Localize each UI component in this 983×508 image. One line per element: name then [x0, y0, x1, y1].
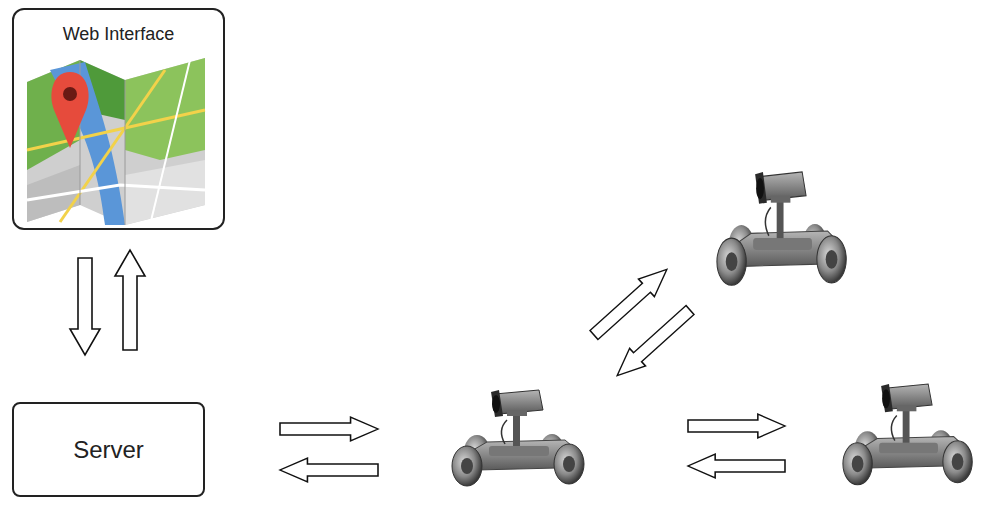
box-label: Server [73, 436, 144, 464]
robot-illustrations [452, 172, 972, 486]
block-arrow [70, 258, 100, 355]
map-illustration [27, 58, 205, 225]
box-heading: Web Interface [63, 24, 175, 45]
server-box: Server [12, 402, 205, 497]
block-arrow [115, 250, 145, 350]
interface-box: Web Interface [12, 8, 225, 230]
